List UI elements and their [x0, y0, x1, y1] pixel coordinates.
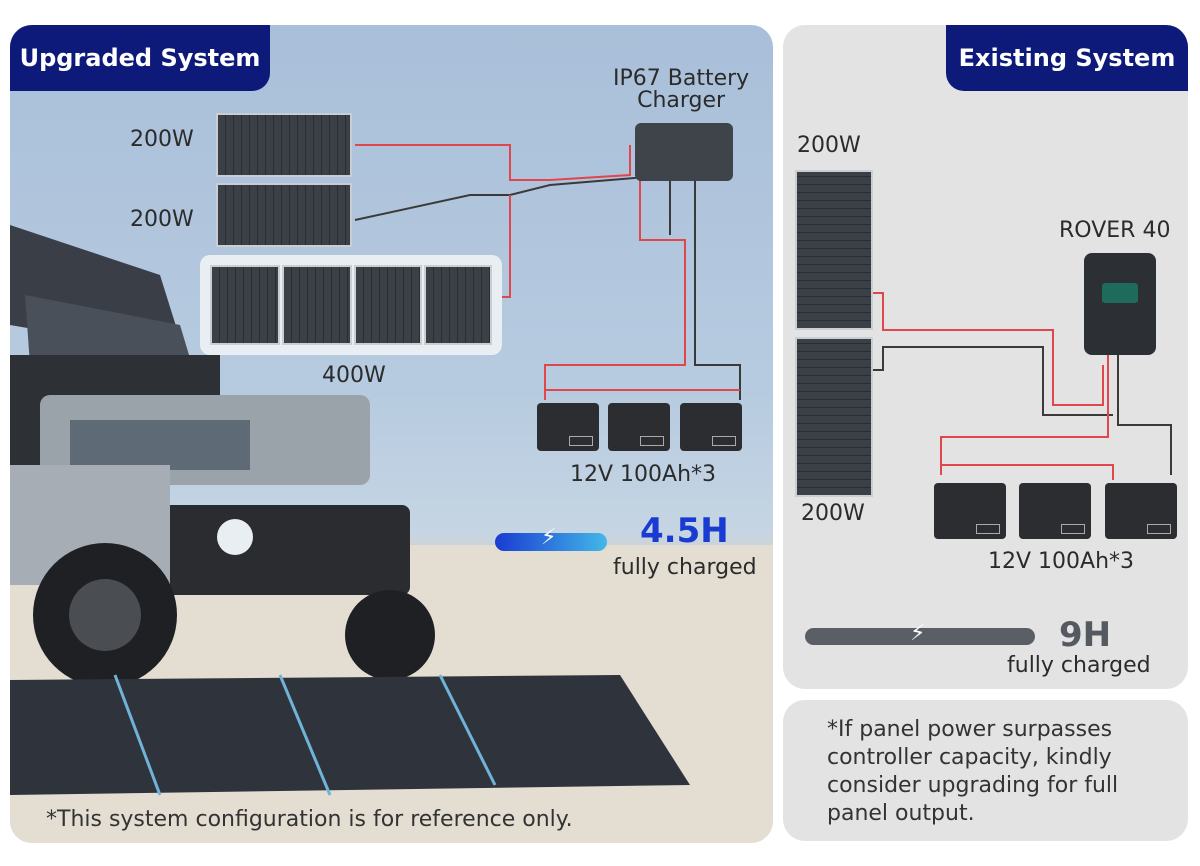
existing-system-panel: Existing System 200W 200W ROVER 40 12V 1… — [783, 25, 1188, 689]
wiring-diagram — [873, 292, 1172, 480]
reference-footnote: *This system configuration is for refere… — [46, 807, 573, 832]
battery-3 — [1105, 483, 1177, 539]
scene-illustration — [10, 144, 773, 843]
lightning-icon: ⚡ — [910, 621, 926, 646]
panel-1-label: 200W — [797, 133, 861, 158]
battery-2 — [608, 403, 670, 451]
charge-progress-bar — [495, 533, 607, 551]
panel-2-label: 200W — [130, 207, 194, 232]
charge-progress-bar — [805, 628, 1035, 645]
folding-panel-section — [282, 265, 352, 345]
battery-2 — [1019, 483, 1091, 539]
charger-label: IP67 Battery Charger — [613, 68, 749, 112]
folding-panel-section — [210, 265, 280, 345]
lightning-icon: ⚡ — [541, 525, 557, 550]
upgrade-note-text: *If panel power surpasses controller cap… — [827, 717, 1119, 826]
charger-label-line2: Charger — [637, 88, 726, 113]
solar-panel-200w-2 — [216, 183, 352, 247]
solar-panel-200w-1 — [795, 170, 873, 330]
panel-1-label: 200W — [130, 127, 194, 152]
charger-label-line1: IP67 Battery — [613, 66, 750, 91]
panel-2-label: 200W — [801, 501, 865, 526]
solar-panel-200w-1 — [216, 113, 352, 177]
folding-panel-label: 400W — [322, 363, 386, 388]
battery-3 — [680, 403, 742, 451]
folding-panel-section — [354, 265, 422, 345]
controller-screen — [1102, 283, 1138, 303]
upgraded-system-tag: Upgraded System — [10, 25, 270, 91]
battery-1 — [537, 403, 599, 451]
controller-label: ROVER 40 — [1059, 218, 1171, 243]
battery-charger-device — [635, 123, 733, 181]
charge-time: 9H — [1059, 615, 1112, 655]
battery-label: 12V 100Ah*3 — [988, 549, 1135, 574]
charge-text: fully charged — [1007, 653, 1151, 678]
upgraded-system-panel: Upgraded System 200W 200W 400W IP67 Batt… — [10, 25, 773, 843]
charge-controller-device — [1084, 253, 1156, 355]
charge-time: 4.5H — [640, 511, 729, 551]
battery-1 — [934, 483, 1006, 539]
solar-panel-200w-2 — [795, 337, 873, 497]
existing-system-tag: Existing System — [946, 25, 1188, 91]
upgrade-note-box: *If panel power surpasses controller cap… — [783, 700, 1188, 841]
charge-text: fully charged — [613, 555, 757, 580]
folding-panel-section — [424, 265, 492, 345]
folding-panel-frame — [200, 255, 502, 355]
battery-label: 12V 100Ah*3 — [570, 462, 717, 487]
